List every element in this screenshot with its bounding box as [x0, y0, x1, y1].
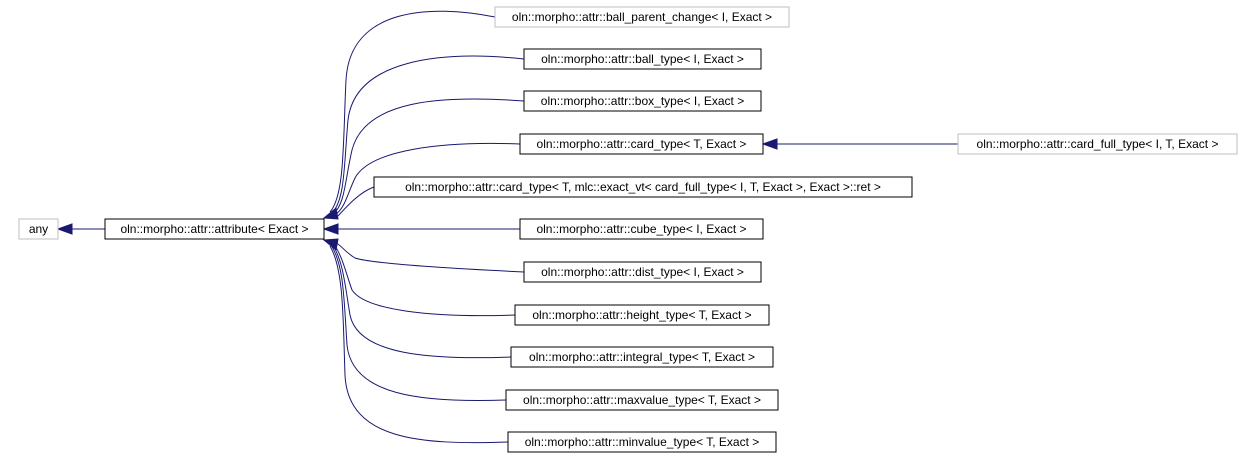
edge-box-type: [332, 98, 525, 215]
node-card-type[interactable]: oln::morpho::attr::card_type< T, Exact >: [519, 133, 764, 155]
node-ball-type-label: oln::morpho::attr::ball_type< I, Exact >: [541, 52, 744, 66]
edge-minvalue-type: [329, 245, 509, 444]
edge-card-type: [334, 142, 521, 216]
node-dist-type-label: oln::morpho::attr::dist_type< I, Exact >: [541, 265, 744, 279]
node-maxvalue-type[interactable]: oln::morpho::attr::maxvalue_type< T, Exa…: [505, 389, 779, 411]
node-card-full-type-label: oln::morpho::attr::card_full_type< I, T,…: [977, 137, 1219, 151]
node-minvalue-type[interactable]: oln::morpho::attr::minvalue_type< T, Exa…: [507, 431, 777, 453]
arrowhead-attribute-mid: [322, 223, 339, 235]
edge-dist-type: [334, 241, 525, 273]
edge-ball-type: [331, 55, 525, 214]
node-dist-type[interactable]: oln::morpho::attr::dist_type< I, Exact >: [523, 261, 762, 283]
node-card-type-label: oln::morpho::attr::card_type< T, Exact >: [537, 137, 747, 151]
edges: [56, 10, 958, 444]
edge-maxvalue-type: [330, 244, 507, 402]
node-any[interactable]: any: [18, 218, 59, 240]
node-box-type-label: oln::morpho::attr::box_type< I, Exact >: [541, 94, 744, 108]
node-any-label: any: [29, 222, 48, 236]
node-ball-type[interactable]: oln::morpho::attr::ball_type< I, Exact >: [523, 48, 762, 70]
edge-height-type: [332, 242, 516, 317]
edge-ball-parent-change: [329, 10, 496, 213]
node-attribute[interactable]: oln::morpho::attr::attribute< Exact >: [104, 218, 325, 240]
node-ball-parent-change-label: oln::morpho::attr::ball_parent_change< I…: [512, 10, 772, 24]
node-integral-type-label: oln::morpho::attr::integral_type< T, Exa…: [529, 350, 755, 364]
node-ball-parent-change[interactable]: oln::morpho::attr::ball_parent_change< I…: [494, 6, 790, 28]
node-integral-type[interactable]: oln::morpho::attr::integral_type< T, Exa…: [510, 346, 774, 368]
node-attribute-label: oln::morpho::attr::attribute< Exact >: [120, 222, 308, 236]
node-box-type[interactable]: oln::morpho::attr::box_type< I, Exact >: [523, 90, 762, 112]
edge-card-type-full: [337, 186, 375, 217]
node-card-type-full[interactable]: oln::morpho::attr::card_type< T, mlc::ex…: [373, 176, 913, 198]
node-height-type[interactable]: oln::morpho::attr::height_type< T, Exact…: [514, 304, 770, 326]
node-maxvalue-type-label: oln::morpho::attr::maxvalue_type< T, Exa…: [523, 393, 761, 407]
arrowhead-attribute-top: [322, 207, 339, 220]
node-cube-type[interactable]: oln::morpho::attr::cube_type< I, Exact >: [519, 218, 764, 240]
arrowhead-attribute-bottom: [322, 238, 339, 251]
node-card-full-type[interactable]: oln::morpho::attr::card_full_type< I, T,…: [957, 133, 1238, 155]
arrowhead-card-type: [761, 138, 778, 150]
node-cube-type-label: oln::morpho::attr::cube_type< I, Exact >: [536, 222, 746, 236]
node-minvalue-type-label: oln::morpho::attr::minvalue_type< T, Exa…: [525, 435, 760, 449]
node-card-type-full-label: oln::morpho::attr::card_type< T, mlc::ex…: [405, 180, 881, 194]
arrowhead-any: [56, 223, 73, 235]
node-height-type-label: oln::morpho::attr::height_type< T, Exact…: [532, 308, 751, 322]
edge-integral-type: [331, 243, 512, 359]
